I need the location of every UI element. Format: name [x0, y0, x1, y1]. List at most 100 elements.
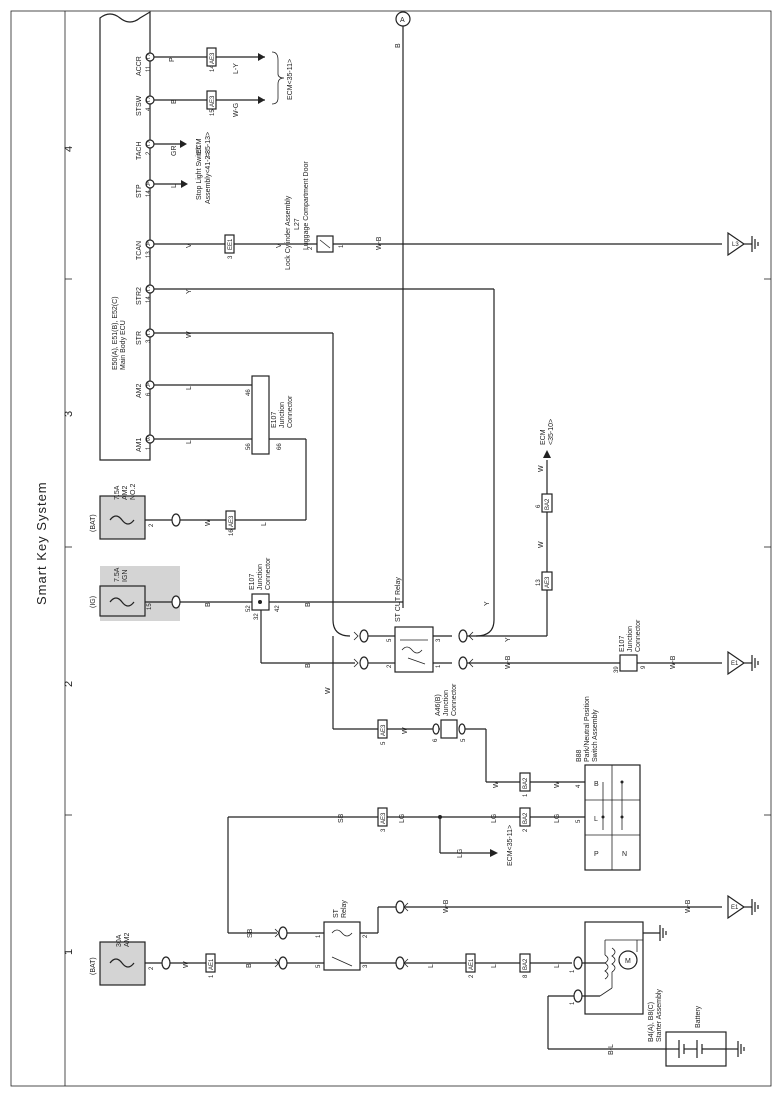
svg-text:46: 46 [246, 389, 252, 396]
svg-text:L27: L27 [294, 218, 301, 230]
frame [10, 10, 772, 1087]
ecu-name-2: Main Body ECU [120, 320, 127, 370]
connector-ba2-ecm [541, 493, 553, 513]
ground-e1: E1 [727, 650, 759, 676]
svg-text:52: 52 [246, 605, 252, 612]
svg-text:11: 11 [146, 65, 152, 72]
svg-text:LG: LG [554, 814, 561, 823]
svg-text:56: 56 [246, 443, 252, 450]
svg-text:B: B [395, 43, 402, 48]
svg-text:W-B: W-B [685, 899, 692, 913]
st-cut-relay [394, 626, 434, 673]
svg-text:(IG): (IG) [90, 596, 97, 608]
svg-text:3: 3 [436, 638, 442, 642]
svg-text:2: 2 [308, 246, 314, 250]
svg-text:Park/Neutral Position: Park/Neutral Position [584, 696, 591, 762]
svg-text:2: 2 [149, 966, 155, 970]
svg-text:E1: E1 [731, 661, 739, 667]
svg-text:Stop Light Switch: Stop Light Switch [196, 146, 203, 200]
svg-text:ECM: ECM [540, 429, 547, 445]
svg-text:W: W [538, 465, 545, 472]
svg-text:C: C [146, 331, 151, 337]
page-title: Smart Key System [34, 481, 49, 605]
svg-text:E107: E107 [271, 412, 278, 428]
connector-ba2-b88 [519, 772, 531, 792]
svg-text:6: 6 [433, 738, 439, 742]
svg-text:V: V [276, 243, 283, 248]
svg-text:W-B: W-B [443, 899, 450, 913]
svg-text:M: M [625, 958, 631, 965]
svg-text:AE1: AE1 [469, 958, 475, 970]
svg-text:L: L [428, 964, 435, 968]
svg-text:13: 13 [146, 251, 152, 258]
svg-text:1: 1 [316, 934, 322, 938]
svg-text:14: 14 [146, 190, 152, 197]
svg-text:L: L [594, 816, 598, 823]
svg-text:E107: E107 [619, 636, 626, 652]
svg-text:AM2: AM2 [124, 933, 131, 948]
svg-text:8: 8 [523, 974, 529, 978]
svg-text:5: 5 [316, 964, 322, 968]
svg-text:2: 2 [363, 934, 369, 938]
connector-ae3-am2 [225, 510, 236, 530]
svg-text:BA2: BA2 [523, 812, 529, 824]
svg-text:3: 3 [228, 255, 234, 259]
zone-2: 2 [63, 681, 75, 687]
svg-text:Junction: Junction [627, 626, 634, 652]
svg-text:Connector: Connector [451, 683, 458, 716]
fuse-am2-no2-bg [100, 496, 145, 539]
svg-text:Starter Assembly: Starter Assembly [656, 989, 663, 1042]
svg-text:ACCR: ACCR [136, 56, 143, 76]
st-relay [323, 921, 361, 971]
svg-text:L: L [171, 184, 178, 188]
svg-text:Connector: Connector [265, 557, 272, 590]
main-body-ecu [99, 10, 151, 461]
ecm-label-1: ECM<35-11> [287, 59, 294, 100]
svg-text:B-L: B-L [608, 1044, 615, 1055]
a46-junction [440, 719, 458, 739]
svg-text:L: L [186, 386, 193, 390]
svg-text:W: W [402, 727, 409, 734]
svg-text:W: W [493, 781, 500, 788]
svg-text:7.5A: 7.5A [114, 485, 121, 500]
connector-ae3-accr [206, 47, 217, 67]
connector-ae3-sb [377, 807, 388, 827]
connector-ba2-lg [519, 807, 531, 827]
svg-text:Luggage Compartment Door: Luggage Compartment Door [303, 161, 310, 250]
svg-text:Junction: Junction [443, 690, 450, 716]
svg-text:B: B [205, 602, 212, 607]
svg-text:AE3: AE3 [381, 724, 387, 736]
e107-junction-bottom [619, 654, 638, 672]
zone-4: 4 [63, 146, 75, 152]
svg-text:LG: LG [491, 814, 498, 823]
svg-text:15: 15 [147, 603, 153, 610]
svg-text:C: C [146, 287, 151, 293]
svg-text:NO.2: NO.2 [130, 484, 137, 500]
svg-text:C: C [146, 98, 151, 104]
svg-text:TCAN: TCAN [136, 241, 143, 260]
svg-text:32: 32 [254, 613, 260, 620]
svg-text:Battery: Battery [695, 1005, 702, 1028]
svg-text:9: 9 [641, 665, 647, 669]
svg-text:W-G: W-G [233, 103, 240, 117]
svg-text:W: W [554, 781, 561, 788]
svg-text:Assembly<41-2>: Assembly<41-2> [205, 151, 212, 204]
svg-text:LG: LG [457, 849, 464, 858]
svg-text:W: W [538, 541, 545, 548]
svg-text:4: 4 [576, 784, 582, 788]
svg-text:AM2: AM2 [122, 486, 129, 501]
svg-text:BA2: BA2 [523, 958, 529, 970]
svg-text:Y: Y [186, 289, 193, 294]
svg-text:15: 15 [210, 109, 216, 116]
svg-text:2: 2 [469, 974, 475, 978]
fuse-ign-bg [100, 566, 180, 621]
svg-text:STP: STP [136, 184, 143, 198]
svg-text:2: 2 [523, 828, 529, 832]
svg-text:Connector: Connector [635, 619, 642, 652]
svg-text:2: 2 [149, 523, 155, 527]
svg-text:1: 1 [523, 793, 529, 797]
svg-text:P: P [169, 57, 176, 62]
